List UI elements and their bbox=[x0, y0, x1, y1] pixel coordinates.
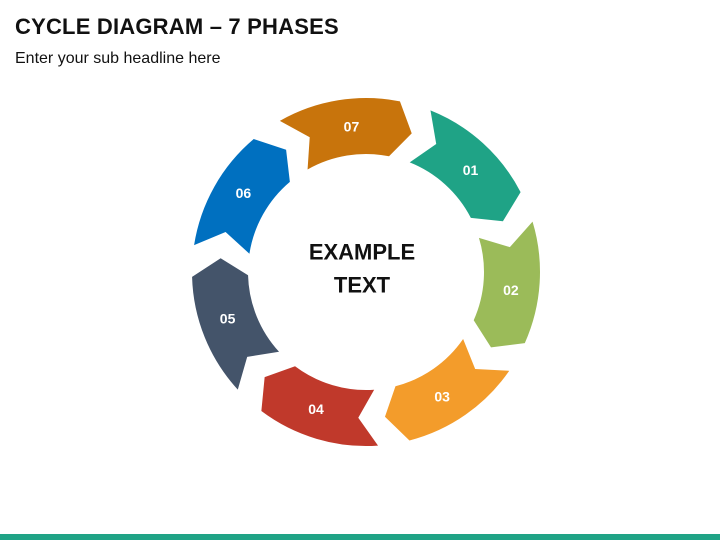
phase-label-02: 02 bbox=[503, 282, 519, 298]
phase-segment-07 bbox=[279, 97, 412, 170]
slide-title: CYCLE DIAGRAM – 7 PHASES bbox=[15, 14, 339, 39]
phase-label-01: 01 bbox=[463, 162, 479, 178]
phase-segment-03 bbox=[384, 339, 510, 441]
phase-label-06: 06 bbox=[236, 185, 252, 201]
phase-label-07: 07 bbox=[344, 119, 360, 135]
slide-subtitle: Enter your sub headline here bbox=[15, 50, 221, 67]
phase-segment-05 bbox=[192, 258, 280, 390]
phase-segment-06 bbox=[194, 139, 290, 254]
footer-bar bbox=[0, 534, 720, 540]
cycle-labels: 01 02 03 04 05 06 07 bbox=[220, 119, 519, 417]
phase-segment-01 bbox=[409, 110, 521, 222]
center-text-line-1: EXAMPLE bbox=[309, 240, 415, 265]
phase-label-04: 04 bbox=[308, 401, 324, 417]
phase-segment-02 bbox=[473, 221, 540, 348]
center-text-line-2: TEXT bbox=[334, 273, 391, 298]
phase-segment-04 bbox=[261, 366, 379, 446]
phase-label-05: 05 bbox=[220, 311, 236, 327]
cycle-segments bbox=[192, 97, 540, 446]
phase-label-03: 03 bbox=[434, 389, 450, 405]
